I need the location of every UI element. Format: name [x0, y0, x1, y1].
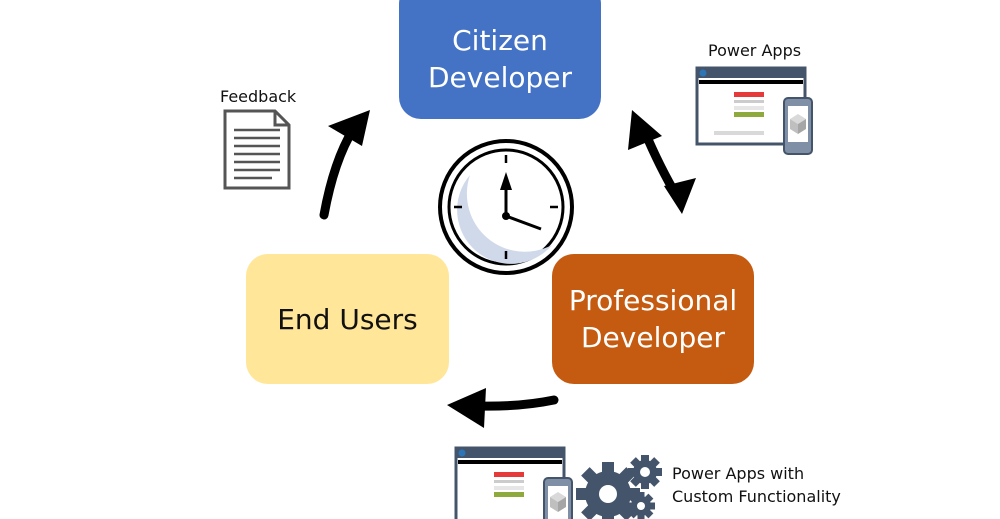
node-citizen-developer-label: Citizen Developer	[427, 23, 572, 94]
node-citizen-developer: Citizen Developer	[399, 0, 601, 119]
arrow-professional-to-end-users	[447, 388, 559, 428]
gears-icon	[576, 455, 662, 519]
arrow-end-users-to-citizen	[319, 110, 370, 220]
mobile-device-icon	[783, 97, 813, 155]
clock-icon	[438, 139, 574, 275]
node-professional-developer-label: Professional Developer	[568, 284, 738, 354]
document-icon	[223, 109, 291, 190]
feedback-label: Feedback	[220, 87, 297, 106]
mobile-device-icon	[543, 477, 573, 519]
node-end-users: End Users	[246, 254, 449, 384]
power-apps-label: Power Apps	[708, 41, 802, 60]
node-professional-developer: Professional Developer	[552, 254, 754, 384]
node-end-users-label: End Users	[277, 302, 418, 336]
power-apps-custom-label: Power Apps with Custom Functionality	[672, 464, 841, 506]
arrow-citizen-professional-bidirectional	[628, 110, 696, 214]
